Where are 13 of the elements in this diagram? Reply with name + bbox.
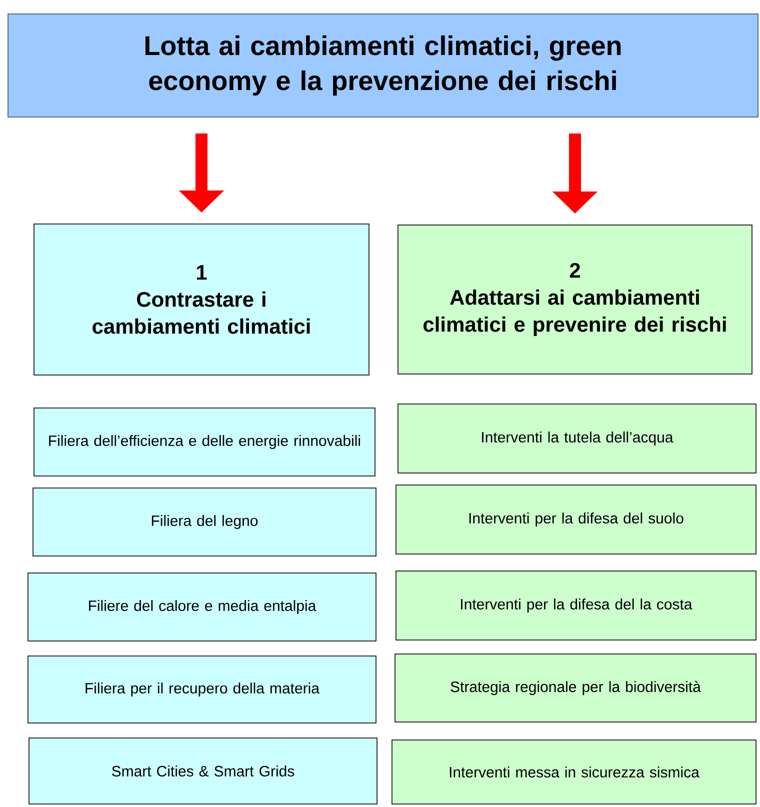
item-box: Filiera del legno bbox=[32, 488, 376, 556]
category-box: 2 Adattarsi ai cambiamenti climatici e prevenire dei rischi bbox=[398, 224, 752, 374]
item-box: Filiera dell’efficienza e delle energie rinnovabili bbox=[34, 408, 376, 476]
item-box: Smart Cities & Smart Grids bbox=[28, 738, 378, 804]
item-box: Filiere del calore e media entalpia bbox=[28, 572, 376, 642]
item-box: Filiera per il recupero della materia bbox=[28, 656, 376, 724]
item-box: Strategia regionale per la biodiversità bbox=[394, 654, 756, 722]
title-box: Lotta ai cambiamenti climatici, green economy e la prevenzione dei rischi bbox=[8, 14, 758, 118]
item-box: Interventi messa in sicurezza sismica bbox=[392, 740, 756, 804]
item-box: Interventi per la difesa del la costa bbox=[396, 570, 756, 640]
category-box: 1 Contrastare i cambiamenti climatici bbox=[34, 224, 370, 376]
item-box: Interventi la tutela dell’acqua bbox=[398, 404, 756, 474]
item-box: Interventi per la difesa del suolo bbox=[396, 484, 756, 554]
